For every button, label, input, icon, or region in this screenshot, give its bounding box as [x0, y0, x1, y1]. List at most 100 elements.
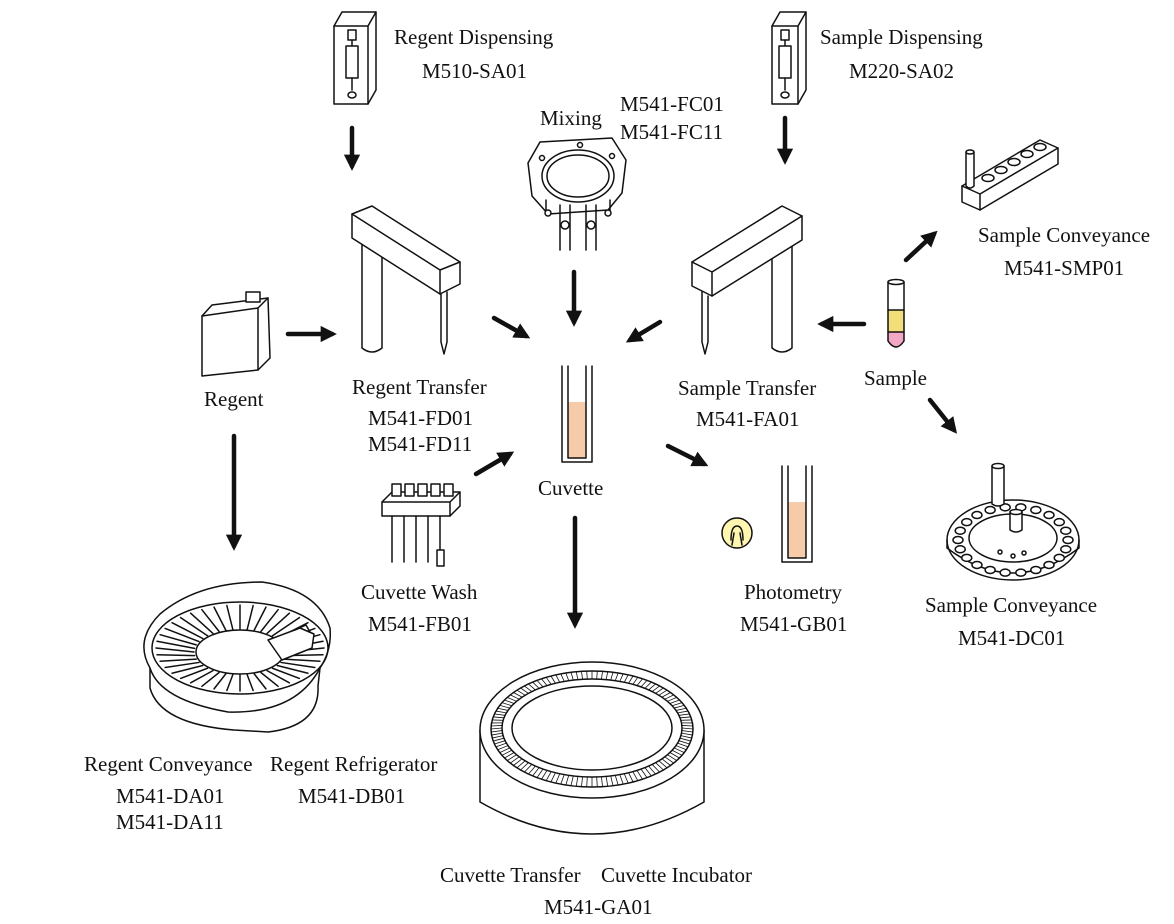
regent-conveyance-code-2: M541-DA11: [116, 810, 224, 834]
cuvette-slot-line: [596, 670, 598, 680]
cuvette-slot-line: [586, 670, 588, 680]
cuvette-slot-line: [655, 687, 664, 694]
cuvette-slot-line: [671, 749, 683, 756]
cuvette-slot-line: [555, 773, 561, 784]
sample-slot: [1043, 510, 1055, 520]
reagent-slot-line: [276, 664, 309, 675]
cuvette-slot-line: [491, 735, 504, 739]
cuvette-slot-line: [667, 754, 678, 761]
cuvette-slot-line: [490, 725, 503, 727]
cuvette-slot-line: [497, 745, 509, 751]
arrow-wash-to-cuvette: [473, 451, 515, 477]
cuvette-slot-line: [661, 758, 671, 766]
cuvette-incubator-icon: [479, 661, 705, 835]
cuvette-slot-line: [619, 673, 624, 682]
cuvette-slot-line: [610, 671, 614, 681]
cuvette-slot-line: [509, 756, 520, 764]
cuvette-slot-line: [524, 685, 533, 692]
sample-slot: [954, 526, 966, 535]
cuvette-slot-line: [495, 742, 507, 748]
reagent-slot-line: [164, 661, 200, 669]
sample-disc-icon: [946, 462, 1080, 581]
cuvette-slot-line: [501, 749, 513, 756]
sample-dispensing-label: Sample Dispensing: [820, 25, 983, 49]
cuvette-slot-line: [536, 679, 544, 688]
cuvette-slot-line: [673, 747, 685, 753]
reagent-slot-line: [253, 606, 267, 631]
photometry-code: M541-GB01: [740, 612, 848, 636]
arrow-regent-transfer-to-cuvette: [491, 315, 531, 339]
cuvette-slot-line: [516, 760, 526, 769]
mixing-code-2: M541-FC11: [620, 120, 724, 144]
cuvette-slot-line: [504, 752, 515, 759]
reagent-slot-line: [156, 653, 196, 657]
reagent-slot-line: [171, 621, 204, 640]
cuvette-slot-line: [506, 697, 517, 702]
sample-conveyance-right-label: Sample Conveyance: [925, 593, 1098, 617]
cuvette-slot-line: [673, 705, 685, 709]
reagent-slot-line: [271, 616, 301, 637]
regent-transfer-label: Regent Transfer: [352, 375, 487, 399]
cuvette-slot-line: [528, 683, 536, 691]
regent-dispensing-code: M510-SA01: [422, 59, 528, 83]
sample-slot: [1015, 568, 1027, 577]
reagent-slot-line: [201, 671, 220, 688]
cuvette-slot-line: [601, 776, 603, 788]
cuvette-slot-line: [516, 689, 526, 696]
arrow-sample-to-disc: [927, 397, 958, 434]
cuvette-slot-line: [536, 768, 544, 779]
sample-slot: [952, 535, 964, 545]
reagent-slot-line: [189, 669, 214, 684]
reagent-slot-line: [164, 627, 200, 643]
reagent-slot-line: [189, 612, 214, 635]
reagent-slot-line: [179, 616, 209, 637]
cuvette-slot-line: [675, 707, 687, 711]
arrow-sample-to-rack: [903, 230, 938, 263]
cuvette-label: Cuvette: [538, 476, 604, 500]
reagent-slot-line: [171, 664, 204, 675]
cuvette-slot-line: [675, 745, 687, 751]
regent-refrigerator-code: M541-DB01: [298, 784, 406, 808]
cuvette-slot-line: [605, 671, 609, 681]
cuvette-slot-line: [570, 671, 574, 681]
reagent-slot-line: [246, 604, 254, 631]
cuvette-slot-line: [681, 725, 694, 727]
regent-conveyance-label: Regent Conveyance: [84, 752, 253, 776]
cuvette-slot-line: [658, 760, 668, 769]
cuvette-slot-line: [570, 775, 574, 787]
cuvette-slot-line: [509, 694, 520, 700]
photometry-cuvette-icon: [781, 465, 813, 563]
sample-slot: [999, 568, 1011, 577]
cuvette-slot-line: [491, 732, 503, 736]
sample-slot: [1060, 545, 1072, 554]
cuvette-slot-line: [632, 771, 639, 782]
sample-tube-icon: [887, 278, 905, 348]
reagent-slot-line: [260, 608, 279, 633]
cuvette-wash-label: Cuvette Wash: [361, 580, 478, 604]
cuvette-slot-line: [640, 768, 648, 779]
cuvette-slot-line: [636, 770, 643, 780]
reagent-slot-line: [213, 606, 227, 631]
cuvette-slot-line: [545, 771, 552, 782]
cuvette-transfer-label: Cuvette Transfer: [440, 863, 581, 887]
cuvette-slot-line: [644, 681, 652, 689]
sample-slot: [1030, 565, 1042, 575]
reagent-slot-line: [271, 667, 301, 680]
cuvette-slot-line: [678, 713, 690, 716]
arrow-cuvette-to-photometry: [665, 443, 709, 467]
sample-transfer-label: Sample Transfer: [678, 376, 817, 400]
cuvette-slot-line: [490, 730, 503, 733]
cuvette-slot-line: [658, 689, 668, 696]
regent-bottle-icon: [201, 291, 271, 377]
cuvette-slot-line: [565, 774, 570, 786]
sample-slot: [984, 565, 996, 575]
regent-dispensing-syringe-icon: [333, 11, 377, 105]
reagent-slot-line: [266, 669, 291, 684]
reagent-slot-line: [266, 612, 291, 635]
cuvette-slot-line: [632, 676, 639, 685]
regent-conveyance-code-1: M541-DA01: [116, 784, 225, 808]
sample-dispensing-syringe-icon: [771, 11, 807, 105]
cuvette-slot-line: [648, 683, 656, 691]
reagent-slot-line: [280, 661, 316, 669]
